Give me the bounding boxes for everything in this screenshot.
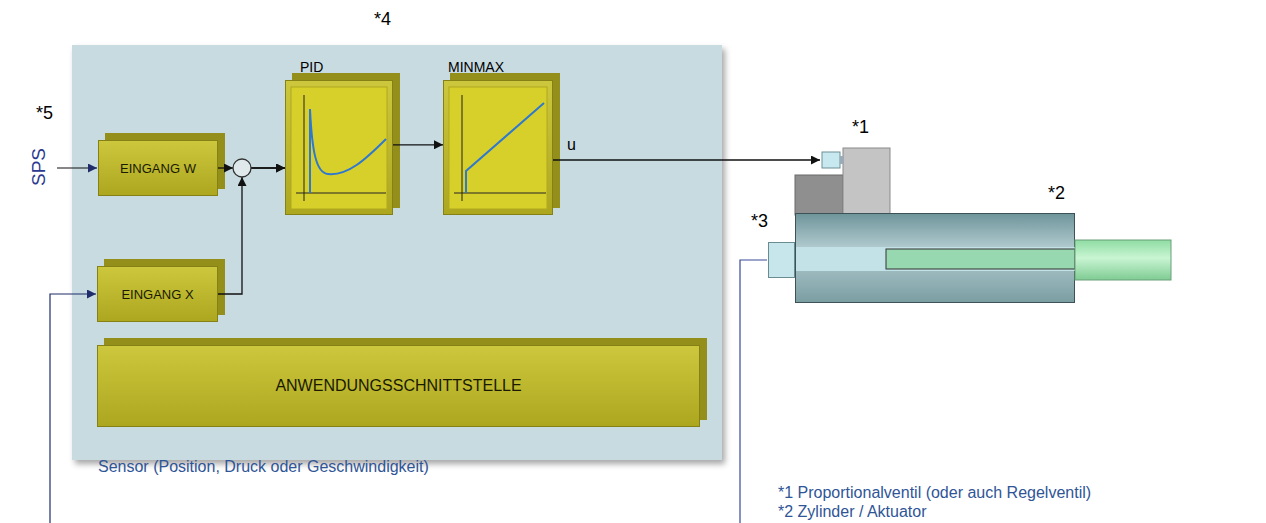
callout-heading: MINMAX bbox=[448, 59, 504, 75]
setpoint-wire bbox=[57, 167, 97, 168]
signal-line bbox=[393, 144, 443, 145]
cylinder-drawing bbox=[796, 214, 1171, 304]
minmax-graph bbox=[444, 81, 554, 216]
position-sensor: *3 bbox=[768, 242, 795, 278]
callout-number: *5 bbox=[36, 103, 53, 124]
signal-connector bbox=[393, 144, 443, 145]
input-box: EINGANG W bbox=[98, 140, 218, 196]
input-box: EINGANG X bbox=[97, 266, 218, 322]
pid-block: PID bbox=[285, 80, 393, 215]
sensor-wire bbox=[740, 260, 767, 523]
proportional-valve: *1 bbox=[820, 148, 890, 215]
summing-junction bbox=[233, 159, 251, 177]
interface-bar: ANWENDUNGSSCHNITTSTELLE bbox=[97, 345, 700, 427]
box-label: ANWENDUNGSSCHNITTSTELLE bbox=[275, 377, 521, 395]
box-label: EINGANG X bbox=[121, 287, 193, 302]
signal-line bbox=[251, 167, 285, 168]
callout-heading: *3 bbox=[751, 211, 768, 232]
valve-base-block bbox=[795, 175, 843, 215]
callout-legend: *1 Proportionalventil (oder auch Regelve… bbox=[778, 484, 1091, 502]
callout-heading: PID bbox=[300, 59, 323, 75]
signal-line bbox=[251, 167, 285, 168]
controller-panel: *4EINGANG W PID MINMAXEINGANG XANWENDUNG… bbox=[72, 45, 722, 460]
signal-line bbox=[553, 159, 820, 160]
callout-legend: *2 Zylinder / Aktuator bbox=[778, 503, 927, 521]
sensor-note: Sensor (Position, Druck oder Geschwindig… bbox=[98, 458, 429, 476]
valve-drawing bbox=[820, 148, 890, 215]
box-label: EINGANG W bbox=[120, 161, 196, 176]
minmax-block: MINMAX bbox=[443, 80, 553, 215]
callout-heading: *1 bbox=[852, 117, 869, 138]
callout-heading: *4 bbox=[374, 9, 391, 30]
callout-heading: *2 bbox=[1048, 183, 1065, 204]
signal-name: u bbox=[567, 136, 576, 154]
pid-graph bbox=[286, 81, 394, 216]
hydraulic-cylinder: *2 bbox=[795, 213, 1075, 303]
signal-connector bbox=[553, 160, 820, 161]
signal-line bbox=[218, 167, 233, 168]
plc-label: SPS bbox=[28, 148, 50, 186]
